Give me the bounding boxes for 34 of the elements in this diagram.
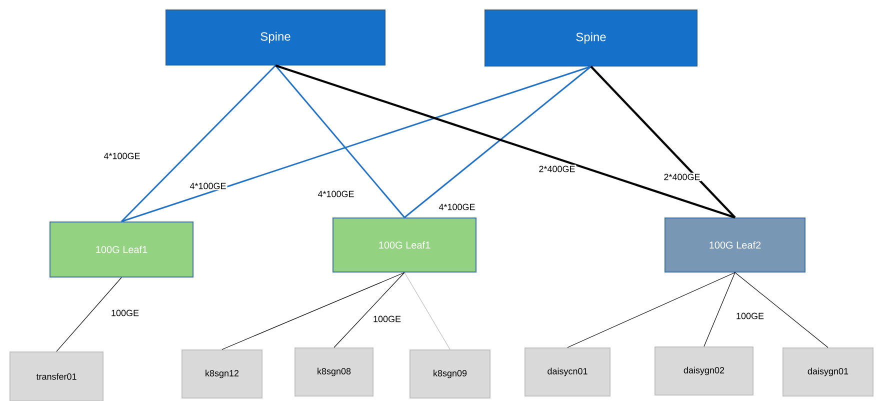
server-box: k8sgn09	[410, 350, 490, 398]
server-box: daisygn02	[654, 346, 754, 396]
link-line	[222, 272, 405, 350]
link-line	[121, 66, 592, 222]
link-line	[704, 272, 736, 347]
link-line	[275, 64, 736, 219]
edge-label: 4*100GE	[102, 152, 142, 160]
edge-label: 2*400GE	[662, 172, 702, 182]
server-box: k8sgn08	[294, 348, 374, 396]
link-line	[120, 64, 276, 222]
server-box: transfer01	[10, 352, 104, 401]
switch-box: 100G Leaf1	[332, 218, 476, 272]
edge-label: 4*100GE	[316, 190, 356, 198]
link-line	[56, 277, 122, 352]
server-box: daisygn01	[782, 348, 874, 396]
edge-label: 2*400GE	[538, 164, 576, 174]
link-line	[590, 66, 736, 218]
link-line	[334, 272, 405, 348]
switch-box: Spine	[166, 10, 386, 66]
link-line	[734, 272, 828, 348]
link-line	[567, 272, 736, 348]
switch-box: 100G Leaf2	[664, 218, 806, 272]
link-line	[274, 65, 406, 218]
edge-label: 100GE	[372, 314, 402, 324]
edge-label: 4*100GE	[438, 202, 476, 212]
link-line	[404, 272, 450, 350]
server-box: k8sgn12	[182, 350, 262, 398]
edge-label: 100GE	[735, 312, 765, 320]
edge-label: 4*100GE	[188, 182, 228, 190]
edge-label: 100GE	[110, 308, 140, 318]
switch-box: Spine	[484, 10, 698, 66]
server-box: daisycn01	[524, 348, 610, 396]
switch-box: 100G Leaf1	[50, 222, 194, 278]
link-line	[404, 66, 592, 218]
